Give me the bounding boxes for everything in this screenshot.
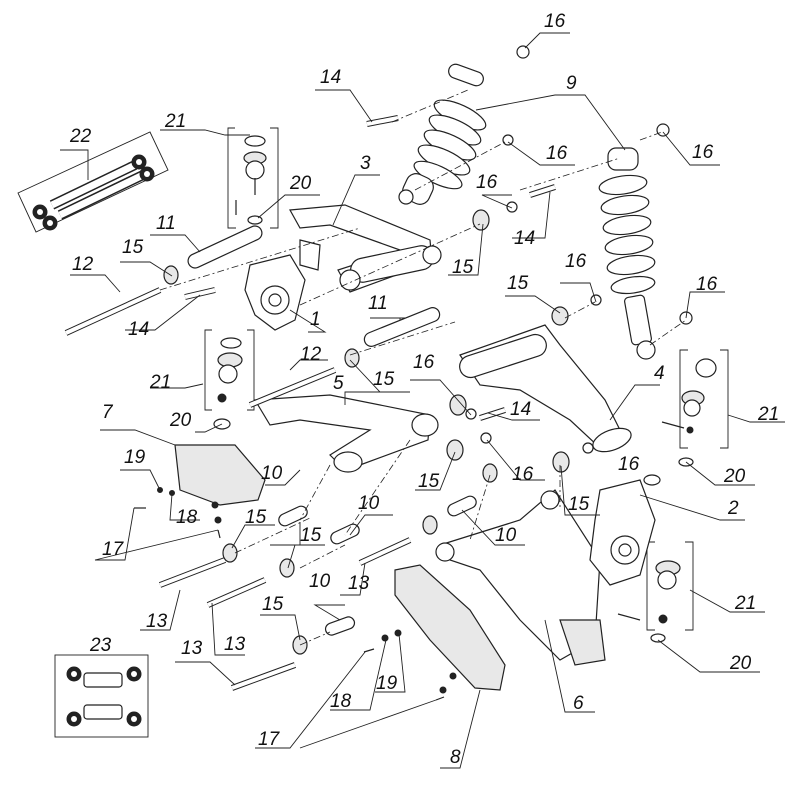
callout-10: 10 (495, 525, 517, 546)
callout-11: 11 (368, 293, 388, 314)
callout-13: 13 (348, 573, 370, 594)
callout-13: 13 (181, 638, 203, 659)
callout-15: 15 (373, 369, 395, 390)
guard-plate-8 (394, 564, 506, 691)
callout-15: 15 (568, 494, 590, 515)
leader-lines (60, 32, 785, 769)
callout-11: 11 (156, 213, 176, 234)
ball-joint-kit-21-right-upper (661, 349, 729, 449)
kit-22-box (17, 131, 169, 233)
callout-9: 9 (566, 73, 577, 94)
ball-joint-kit-21-mid-left (204, 329, 255, 411)
callout-19: 19 (124, 447, 146, 468)
callout-15: 15 (245, 507, 267, 528)
callout-23: 23 (90, 635, 112, 656)
callout-14: 14 (128, 319, 150, 340)
callout-15: 15 (300, 525, 322, 546)
callout-1: 1 (310, 309, 321, 330)
shock-absorber-left (398, 63, 487, 205)
callout-18: 18 (330, 691, 352, 712)
callout-12: 12 (72, 254, 94, 275)
callout-21: 21 (150, 372, 172, 393)
callout-13: 13 (224, 634, 246, 655)
callout-4: 4 (654, 363, 665, 384)
callout-16: 16 (413, 352, 435, 373)
callout-16: 16 (692, 142, 714, 163)
callout-18: 18 (176, 507, 198, 528)
steering-knuckle-1 (244, 239, 321, 331)
callout-3: 3 (360, 153, 371, 174)
callout-17: 17 (102, 539, 124, 560)
callout-14: 14 (510, 399, 532, 420)
shock-absorber-right (598, 147, 656, 360)
ball-joint-kit-21-upper-left (227, 127, 279, 229)
ball-joint-kit-21-right-lower (617, 541, 694, 643)
callout-12: 12 (300, 344, 322, 365)
callout-21: 21 (165, 111, 187, 132)
callout-10: 10 (261, 463, 283, 484)
callout-10: 10 (309, 571, 331, 592)
callout-20: 20 (730, 653, 752, 674)
callout-7: 7 (102, 402, 113, 423)
callout-16: 16 (544, 11, 566, 32)
callout-16: 16 (618, 454, 640, 475)
lower-arm-6 (435, 489, 606, 666)
callout-6: 6 (573, 693, 584, 714)
pins-and-bolts (64, 115, 556, 691)
callout-20: 20 (170, 410, 192, 431)
callout-21: 21 (735, 593, 757, 614)
steering-knuckle-2 (589, 474, 661, 586)
callout-15: 15 (452, 257, 474, 278)
callout-14: 14 (320, 67, 342, 88)
callout-15: 15 (418, 471, 440, 492)
callout-22: 22 (70, 126, 92, 147)
callout-10: 10 (358, 493, 380, 514)
callout-15: 15 (262, 594, 284, 615)
callout-15: 15 (507, 273, 529, 294)
callout-5: 5 (333, 373, 344, 394)
callout-15: 15 (122, 237, 144, 258)
callout-20: 20 (724, 466, 746, 487)
callout-21: 21 (758, 404, 780, 425)
callout-2: 2 (728, 498, 739, 519)
callout-19: 19 (376, 673, 398, 694)
kit-23-box (54, 654, 149, 738)
callout-16: 16 (546, 143, 568, 164)
callout-16: 16 (476, 172, 498, 193)
callout-8: 8 (450, 747, 461, 768)
callout-13: 13 (146, 611, 168, 632)
callout-14: 14 (514, 228, 536, 249)
callout-17: 17 (258, 729, 280, 750)
lower-arm-5 (253, 394, 439, 473)
upper-arm-4 (459, 324, 632, 453)
assembly-axes (159, 89, 687, 646)
callout-16: 16 (512, 464, 534, 485)
callout-16: 16 (565, 251, 587, 272)
callout-16: 16 (696, 274, 718, 295)
callout-20: 20 (290, 173, 312, 194)
guard-plate-7 (174, 444, 266, 506)
small-hardware (134, 215, 694, 701)
